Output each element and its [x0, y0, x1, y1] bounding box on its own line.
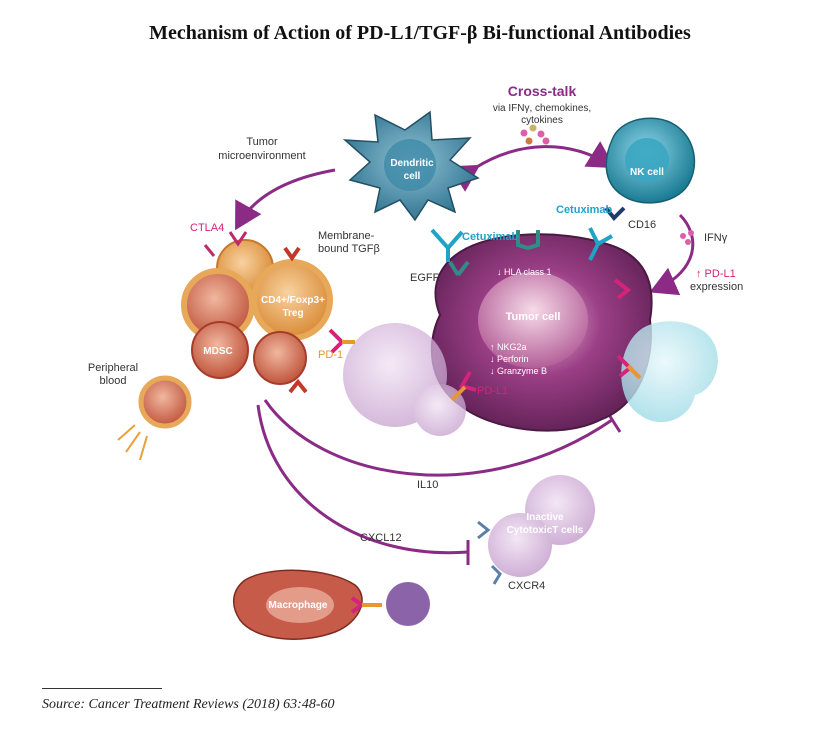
egfr-receptor-left-icon: [448, 260, 470, 277]
pdl1-expression-arrow: [649, 213, 695, 296]
cxcr4-receptor-icon: [477, 520, 502, 585]
macrophage-cell: [233, 569, 430, 640]
macrophage-pd1-icon: [350, 596, 382, 614]
inactive-t-cells-label-1: Inactive: [526, 512, 564, 523]
nk-cell-label: NK cell: [630, 167, 664, 178]
cross-talk-sub1-label: via IFNγ, chemokines,: [492, 103, 592, 114]
pdl1-right-ligand-icon: [613, 278, 642, 380]
pdl1-ligand-icon: [450, 371, 477, 402]
membrane-tgfb-icon: [283, 246, 308, 394]
treg-label-2: Treg: [282, 308, 304, 319]
peripheral-blood-label-2: blood: [99, 375, 127, 387]
dendritic-cell-label-1: Dendritic: [390, 158, 434, 169]
cxcr4-label: CXCR4: [508, 580, 546, 592]
source-divider: [42, 688, 162, 689]
diagram-title: Mechanism of Action of PD-L1/TGF-β Bi-fu…: [149, 22, 691, 44]
inactive-t-cells-label-2: CytotoxicT cells: [506, 525, 584, 536]
pd1-receptor-icon: [328, 328, 355, 354]
ctla4-receptor-icon: [203, 231, 248, 257]
peripheral-blood-cell: [117, 375, 192, 461]
egfr-label: EGFR: [410, 272, 441, 284]
membrane-tgfb-label-2: bound TGFβ: [318, 243, 380, 255]
pd1-label: PD-1: [318, 349, 344, 361]
cross-talk-sub2-label: cytokines: [521, 115, 563, 126]
cxcl12-label: CXCL12: [360, 532, 402, 544]
cxcl12-arrow: [256, 404, 469, 555]
il10-label: IL10: [417, 479, 439, 491]
ifng-label: IFNγ: [704, 232, 728, 244]
tumor-microenvironment-label-1: Tumor: [246, 136, 278, 148]
faded-cyan-cells: [621, 321, 718, 423]
mdsc-label: MDSC: [203, 346, 233, 357]
treg-label-1: CD4+/Foxp3+: [261, 295, 325, 306]
tumor-cell: [430, 233, 653, 432]
pdl1-expression-label-1: ↑ PD-L1: [696, 268, 736, 280]
membrane-tgfb-label-1: Membrane-: [318, 230, 375, 242]
il10-arrow: [263, 399, 613, 477]
treg-mdsc-cluster: [181, 239, 333, 385]
granzyme-label: ↓ Granzyme B: [490, 366, 548, 376]
nkg2a-label: ↑ NKG2a: [490, 342, 527, 352]
cd16-receptor-icon: [604, 206, 626, 221]
cetuximab-right-label: Cetuximab: [556, 204, 613, 216]
tumor-microenvironment-arrow: [235, 168, 336, 231]
source-citation: Source: Cancer Treatment Reviews (2018) …: [42, 697, 335, 712]
ifng-dots-icon: [680, 230, 694, 245]
perforin-label: ↓ Perforin: [490, 354, 529, 364]
ctla4-label: CTLA4: [190, 222, 225, 234]
faded-t-cells: [343, 323, 466, 436]
pdl1-expression-label-2: expression: [690, 281, 744, 293]
macrophage-label: Macrophage: [268, 600, 328, 611]
nk-cell: [605, 117, 696, 204]
cetuximab-antibody-right-icon: [588, 227, 613, 261]
inactive-cytotoxic-t-cells: [488, 475, 595, 577]
dendritic-cell-label-2: cell: [403, 171, 421, 182]
pdl1-label: PD-L1: [477, 385, 509, 397]
cross-talk-arrow: [449, 141, 616, 192]
tumor-microenvironment-label-2: microenvironment: [218, 150, 306, 162]
tumor-cell-label: Tumor cell: [505, 311, 561, 323]
cetuximab-antibody-left-icon: [430, 228, 464, 262]
cytokine-dots-icon: [520, 124, 550, 145]
dendritic-cell: [342, 110, 480, 222]
cetuximab-antibody-center-icon: [516, 230, 540, 251]
cetuximab-left-label: Cetuximab: [462, 231, 519, 243]
peripheral-blood-label-1: Peripheral: [87, 362, 139, 374]
cd16-label: CD16: [628, 219, 657, 231]
hla-class-label: ↓ HLA class 1: [497, 267, 552, 277]
cross-talk-label: Cross-talk: [507, 83, 577, 99]
